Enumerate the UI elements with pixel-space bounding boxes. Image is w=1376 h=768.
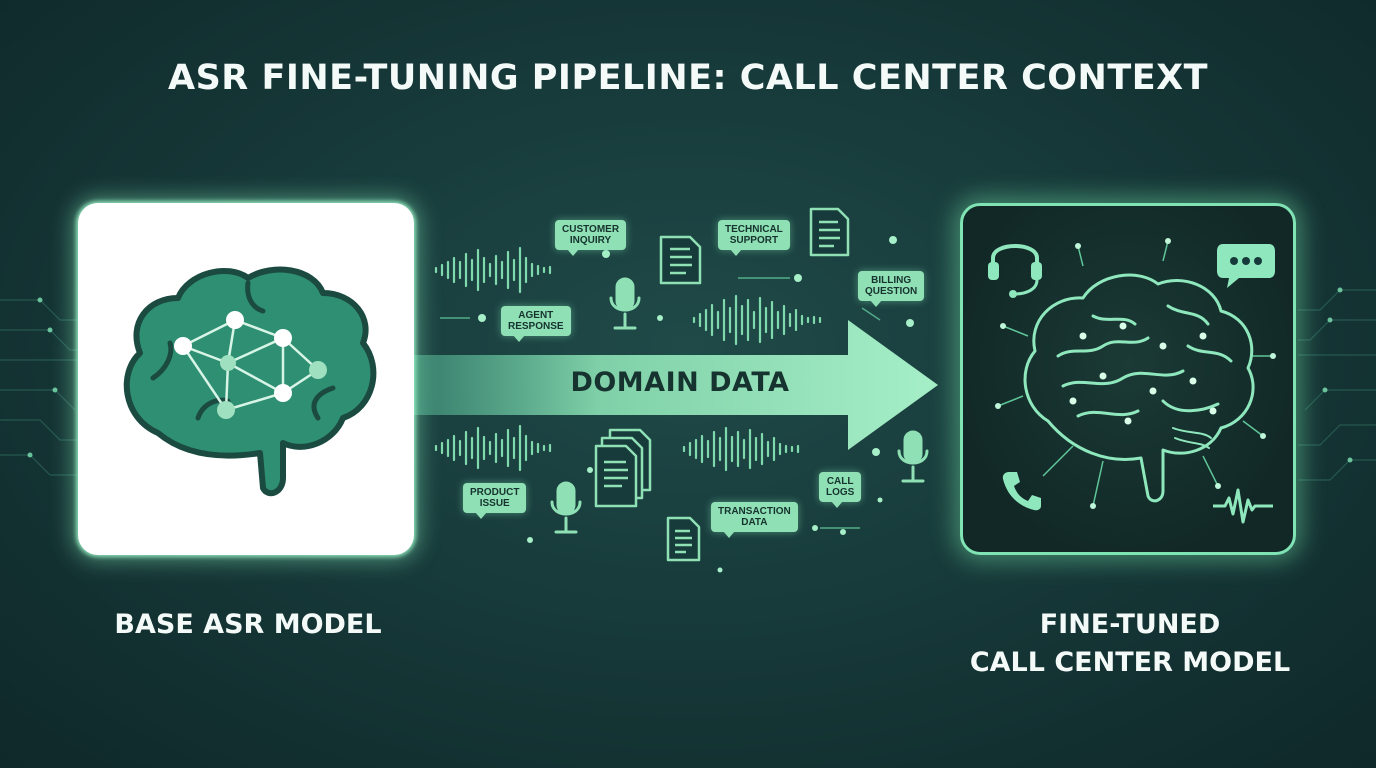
tag-product-issue: PRODUCT ISSUE xyxy=(463,483,527,519)
microphone-icon-2 xyxy=(550,481,582,534)
fine-tuned-caption-line2: CALL CENTER MODEL xyxy=(969,647,1291,678)
page-title: ASR FINE-TUNING PIPELINE: CALL CENTER CO… xyxy=(168,58,1208,98)
waveform-2 xyxy=(692,294,822,346)
document-icon-1 xyxy=(659,235,702,285)
chat-bubble-icon xyxy=(1217,244,1275,288)
base-model-panel xyxy=(78,203,414,555)
microphone-icon-3 xyxy=(897,430,929,483)
document-icon-2 xyxy=(809,207,850,257)
tag-transaction-data: TRANSACTION DATA xyxy=(711,502,798,538)
base-model-caption: BASE ASR MODEL xyxy=(114,609,382,640)
tag-technical-support: TECHNICAL SUPPORT xyxy=(718,220,790,256)
arrow-label: DOMAIN DATA xyxy=(570,367,790,398)
tag-call-logs: CALL LOGS xyxy=(819,472,862,508)
waveform-3 xyxy=(434,424,552,472)
document-icon-3 xyxy=(666,516,701,562)
fine-tuned-model-panel xyxy=(960,203,1296,555)
tag-agent-response: AGENT RESPONSE xyxy=(501,306,571,342)
fine-tuned-model-caption: FINE-TUNED CALL CENTER MODEL xyxy=(930,606,1330,682)
document-stack-icon xyxy=(594,428,652,508)
headset-icon xyxy=(988,244,1042,298)
heartbeat-wave-icon xyxy=(1213,488,1273,524)
tag-billing-question: BILLING QUESTION xyxy=(858,271,925,307)
glowing-brain-icon xyxy=(995,238,1276,509)
tag-customer-inquiry: CUSTOMER INQUIRY xyxy=(555,220,627,256)
fine-tuned-caption-line1: FINE-TUNED xyxy=(1039,609,1221,640)
waveform-4 xyxy=(682,426,800,472)
brain-network-icon xyxy=(123,266,377,497)
waveform-1 xyxy=(434,246,552,294)
phone-icon xyxy=(1002,472,1041,511)
microphone-icon-1 xyxy=(609,277,641,330)
